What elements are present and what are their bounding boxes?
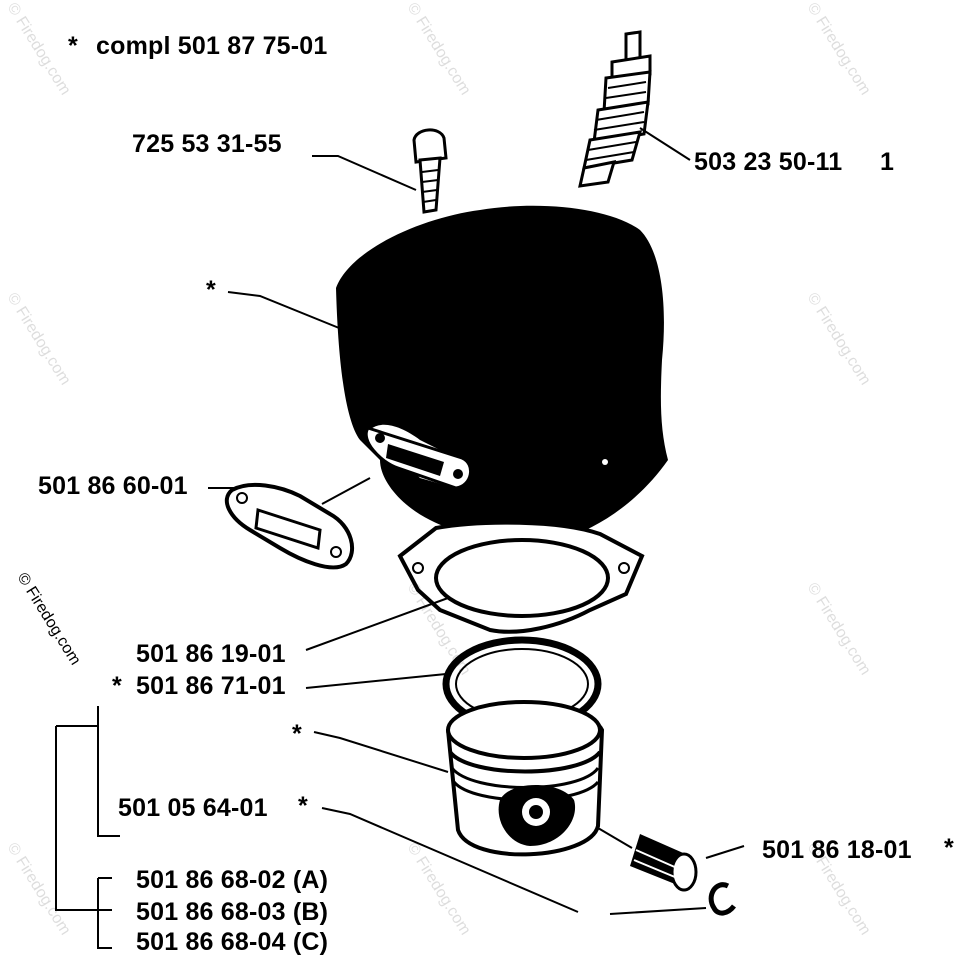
piston-kit-marker: * — [298, 792, 308, 820]
piston-variant-b: 501 86 68-03 (B) — [136, 898, 329, 926]
spark-plug-illustration — [578, 30, 652, 188]
kit-asterisk: * — [68, 32, 78, 60]
leader-lines — [55, 127, 745, 949]
cylinder-marker: * — [206, 276, 216, 304]
circlip-illustration — [708, 882, 736, 916]
base-gasket-part-number: 501 86 19-01 — [136, 640, 286, 668]
complete-kit-label: compl 501 87 75-01 — [96, 32, 328, 60]
needle-bearing-illustration — [630, 834, 698, 892]
spark-plug-quantity: 1 — [880, 148, 895, 176]
piston-kit-part-number: 501 05 64-01 — [118, 794, 268, 822]
piston-variant-c: 501 86 68-04 (C) — [136, 928, 329, 956]
piston-marker: * — [292, 720, 302, 748]
piston-variant-a: 501 86 68-02 (A) — [136, 866, 329, 894]
piston-ring-marker: * — [112, 672, 122, 700]
piston-illustration — [445, 700, 605, 857]
bolt-illustration — [412, 128, 448, 214]
piston-ring-part-number: 501 86 71-01 — [136, 672, 286, 700]
needle-bearing-marker: * — [944, 834, 954, 862]
exhaust-gasket-illustration — [224, 482, 355, 570]
cylinder-illustration — [336, 205, 668, 544]
needle-bearing-part-number: 501 86 18-01 — [762, 836, 912, 864]
base-gasket-illustration — [397, 520, 645, 634]
exhaust-gasket-part-number: 501 86 60-01 — [38, 472, 188, 500]
bolt-part-number: 725 53 31-55 — [132, 130, 282, 158]
spark-plug-part-number: 503 23 50-11 — [694, 148, 843, 176]
